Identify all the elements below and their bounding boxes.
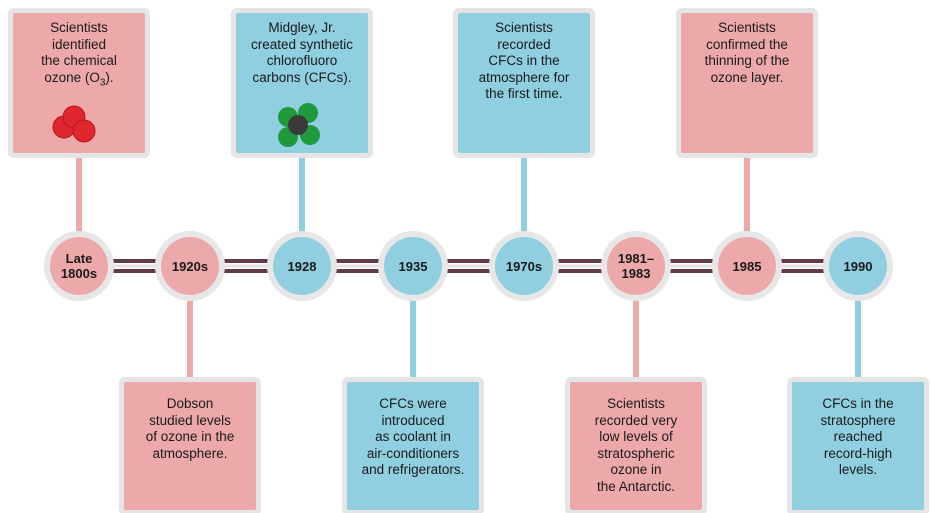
- event-date-label: 1928: [287, 258, 317, 274]
- event-date-label: Late 1800s: [60, 251, 98, 281]
- event-date-node: 1970s: [495, 237, 553, 295]
- event-stem: [633, 295, 639, 382]
- event-description-text: Scientists identified the chemical ozone…: [41, 20, 117, 85]
- event-description: Scientists identified the chemical ozone…: [13, 13, 145, 92]
- event-description-text: Midgley, Jr. created synthetic chloroflu…: [250, 20, 354, 85]
- event-card: CFCs were introduced as coolant in air-c…: [347, 382, 479, 510]
- event-card: Dobson studied levels of ozone in the at…: [124, 382, 256, 510]
- event-date-node: 1920s: [161, 237, 219, 295]
- event-description-text: CFCs in the stratosphere reached record-…: [820, 396, 896, 477]
- event-description: Dobson studied levels of ozone in the at…: [124, 382, 256, 462]
- event-date-node: 1935: [384, 237, 442, 295]
- event-date-label: 1985: [732, 258, 762, 274]
- ozone-molecule-icon: [52, 105, 96, 143]
- event-date-node: 1981– 1983: [607, 237, 665, 295]
- event-card: Midgley, Jr. created synthetic chloroflu…: [236, 13, 368, 153]
- event-date-node: 1990: [829, 237, 887, 295]
- event-card: Scientists recorded CFCs in the atmosphe…: [458, 13, 590, 153]
- event-description-text: Scientists confirmed the thinning of the…: [704, 20, 790, 85]
- event-stem: [410, 295, 416, 382]
- event-date-label: 1920s: [171, 258, 209, 274]
- event-description-suffix: ).: [105, 69, 114, 85]
- event-description-text: Scientists recorded very low levels of s…: [594, 396, 678, 494]
- cfc-molecule-icon: [278, 103, 320, 147]
- event-description: Scientists recorded very low levels of s…: [570, 382, 702, 495]
- event-stem: [76, 153, 82, 237]
- event-date-label: 1970s: [505, 258, 543, 274]
- event-subscript: 3: [99, 77, 106, 89]
- event-card: Scientists identified the chemical ozone…: [13, 13, 145, 153]
- event-description: Scientists recorded CFCs in the atmosphe…: [458, 13, 590, 103]
- event-stem: [744, 153, 750, 237]
- event-description-text: Dobson studied levels of ozone in the at…: [145, 396, 235, 461]
- event-card: Scientists confirmed the thinning of the…: [681, 13, 813, 153]
- event-card: Scientists recorded very low levels of s…: [570, 382, 702, 510]
- event-stem: [855, 295, 861, 382]
- event-description: Scientists confirmed the thinning of the…: [681, 13, 813, 86]
- event-stem: [299, 153, 305, 237]
- event-date-node: 1985: [718, 237, 776, 295]
- event-stem: [521, 153, 527, 237]
- event-date-node: Late 1800s: [50, 237, 108, 295]
- event-date-label: 1935: [398, 258, 428, 274]
- event-card: CFCs in the stratosphere reached record-…: [792, 382, 924, 510]
- event-date-label: 1981– 1983: [617, 251, 655, 281]
- event-description-text: Scientists recorded CFCs in the atmosphe…: [478, 20, 570, 101]
- event-description: CFCs were introduced as coolant in air-c…: [347, 382, 479, 479]
- event-stem: [187, 295, 193, 382]
- event-description: Midgley, Jr. created synthetic chloroflu…: [236, 13, 368, 86]
- event-date-node: 1928: [273, 237, 331, 295]
- event-date-label: 1990: [843, 258, 873, 274]
- event-description: CFCs in the stratosphere reached record-…: [792, 382, 924, 479]
- event-description-text: CFCs were introduced as coolant in air-c…: [361, 396, 465, 477]
